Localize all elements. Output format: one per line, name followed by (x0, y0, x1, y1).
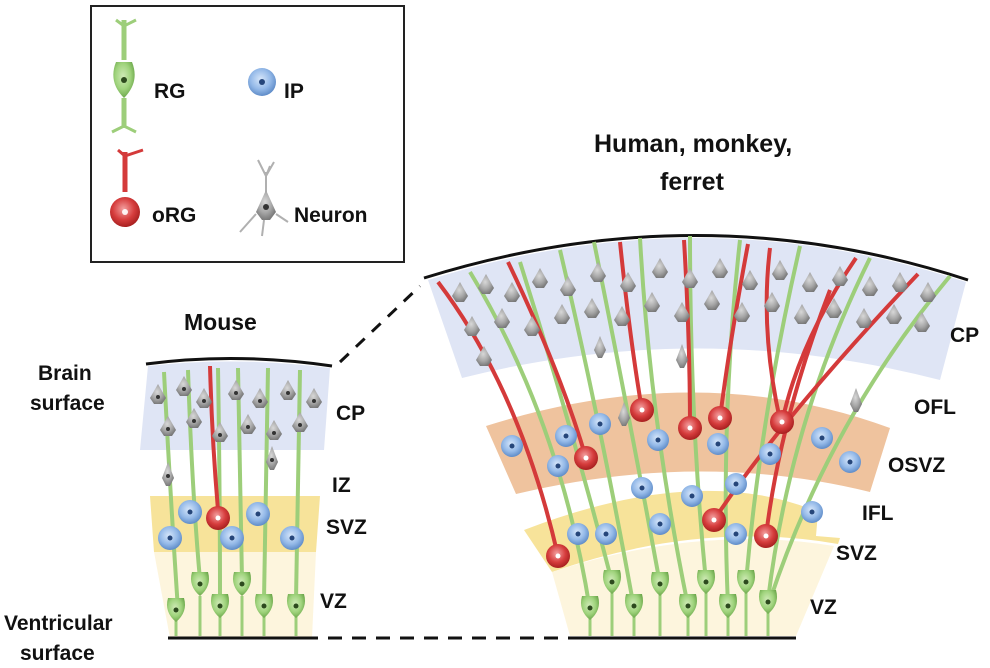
primate-title-line2: ferret (660, 168, 725, 196)
mouse-cortex (140, 356, 333, 640)
mouse-svz-label: SVZ (326, 516, 367, 539)
primate-title-line1: Human, monkey, (594, 130, 792, 158)
primate-neurons (452, 258, 936, 426)
primate-ifl-label: IFL (862, 502, 894, 525)
mouse-vz-label: VZ (320, 590, 347, 613)
brain-surface-label-line2: surface (30, 392, 105, 415)
mouse-brain-surface-line (145, 356, 333, 368)
primate-brain-surface-line (423, 234, 969, 282)
mouse-neurons (150, 376, 322, 486)
primate-ofl-label: OFL (914, 396, 956, 419)
top-dashed-connector (338, 284, 422, 364)
primate-vz-label: VZ (810, 596, 837, 619)
neuron-legend-icon (239, 159, 289, 237)
brain-surface-label-line1: Brain (38, 362, 92, 385)
rg-legend-label: RG (154, 80, 186, 103)
ip-legend-label: IP (284, 80, 304, 103)
legend-box (90, 5, 405, 263)
ventricular-surface-label-line1: Ventricular (4, 612, 113, 635)
rg-legend-icon (111, 18, 137, 134)
mouse-ip-cells (158, 500, 304, 550)
primate-vz-band (552, 539, 834, 636)
mouse-title: Mouse (184, 309, 257, 335)
primate-cortex (423, 234, 969, 640)
neuron-legend-label: Neuron (294, 204, 368, 227)
mouse-iz-label: IZ (332, 474, 351, 497)
legend: RG IP oRG Neuron (90, 5, 405, 263)
primate-osvz-label: OSVZ (888, 454, 945, 477)
org-legend-label: oRG (152, 204, 196, 227)
ip-legend-icon (248, 68, 276, 96)
mouse-org-fiber (208, 365, 220, 511)
primate-svz-label: SVZ (836, 542, 877, 565)
mouse-org-cell (206, 506, 230, 530)
mouse-rg-fibers (162, 367, 302, 636)
primate-ip-cells (501, 413, 861, 545)
ventricular-surface-label-line2: surface (20, 642, 95, 665)
primate-cp-label: CP (950, 324, 979, 347)
org-legend-icon (110, 148, 144, 227)
mouse-cp-label: CP (336, 402, 365, 425)
